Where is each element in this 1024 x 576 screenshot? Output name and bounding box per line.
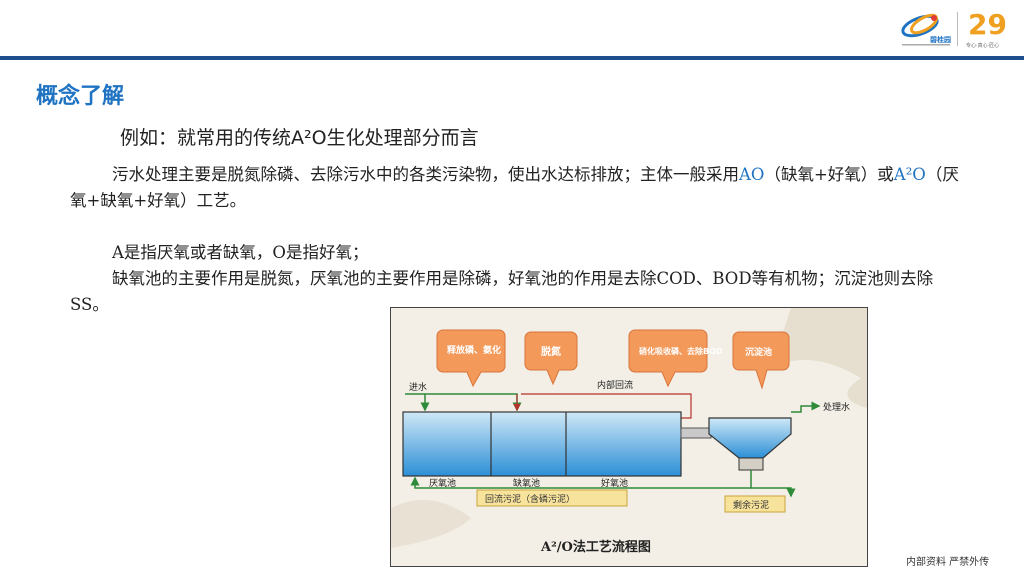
reaction-tanks [402, 411, 682, 477]
bubble-label-1: 释放磷、氨化 [447, 344, 501, 356]
callout-bubbles [436, 329, 790, 390]
internal-reflux-label: 内部回流 [597, 379, 633, 391]
anniversary-tagline: 专心·真心·匠心 [966, 43, 1000, 49]
para1-ao: AO [739, 165, 765, 184]
bubble-label-4: 沉淀池 [745, 346, 772, 358]
para1-a2o: A²O [893, 165, 926, 184]
tank-label-aerobic: 好氧池 [601, 477, 628, 489]
paragraph-2: A是指厌氧或者缺氧，O是指好氧； 缺氧池的主要作用是脱氮，厌氧池的主要作用是除磷，… [70, 240, 960, 318]
para2-line1: A是指厌氧或者缺氧，O是指好氧； [112, 243, 369, 262]
section-title: 概念了解 [36, 84, 125, 109]
svg-text:碧桂园: 碧桂园 [929, 35, 951, 44]
anniversary-number: 29 [968, 8, 1007, 41]
paragraph-1: 污水处理主要是脱氮除磷、去除污水中的各类污染物，使出水达标排放；主体一般采用AO… [70, 162, 960, 214]
process-flow-figure: 释放磷、氨化 脱氮 硝化吸收磷、去除BOD 沉淀池 进水 内部回流 处理水 厌氧… [390, 307, 868, 567]
para1-part1: 污水处理主要是脱氮除磷、去除污水中的各类污染物，使出水达标排放；主体一般采用 [112, 165, 739, 184]
inflow-label: 进水 [409, 381, 427, 393]
header-rule [0, 56, 1024, 60]
para1-part3: （厌氧+缺氧+好氧）工艺。 [70, 165, 959, 210]
figure-caption: A²/O法工艺流程图 [540, 539, 651, 555]
company-logo-icon: 碧桂园 [901, 13, 951, 46]
anniversary-logo: 29 专心·真心·匠心 [964, 8, 1016, 49]
return-sludge-label: 回流污泥（含磷污泥） [485, 493, 575, 505]
sedimentation-tank [708, 401, 821, 471]
para1-part2: （缺氧+好氧）或 [764, 165, 894, 184]
tank-label-anoxic: 缺氧池 [513, 477, 540, 489]
excess-sludge-label: 剩余污泥 [733, 499, 769, 511]
header-bar: 碧桂园 29 专心·真心·匠心 [0, 0, 1024, 58]
tank-label-anaerobic: 厌氧池 [429, 477, 456, 489]
logo-divider [957, 12, 958, 46]
subtitle: 例如：就常用的传统A²O生化处理部分而言 [120, 127, 479, 149]
process-flow-diagram: 释放磷、氨化 脱氮 硝化吸收磷、去除BOD 沉淀池 进水 内部回流 处理水 厌氧… [391, 308, 867, 566]
bubble-label-3: 硝化吸收磷、去除BOD [639, 346, 723, 356]
para2-line2: 缺氧池的主要作用是脱氮，厌氧池的主要作用是除磷，好氧池的作用是去除COD、BOD… [70, 269, 934, 314]
effluent-label: 处理水 [823, 401, 850, 413]
footer-note: 内部资料 严禁外传 [906, 557, 990, 568]
bubble-label-2: 脱氮 [541, 345, 561, 358]
